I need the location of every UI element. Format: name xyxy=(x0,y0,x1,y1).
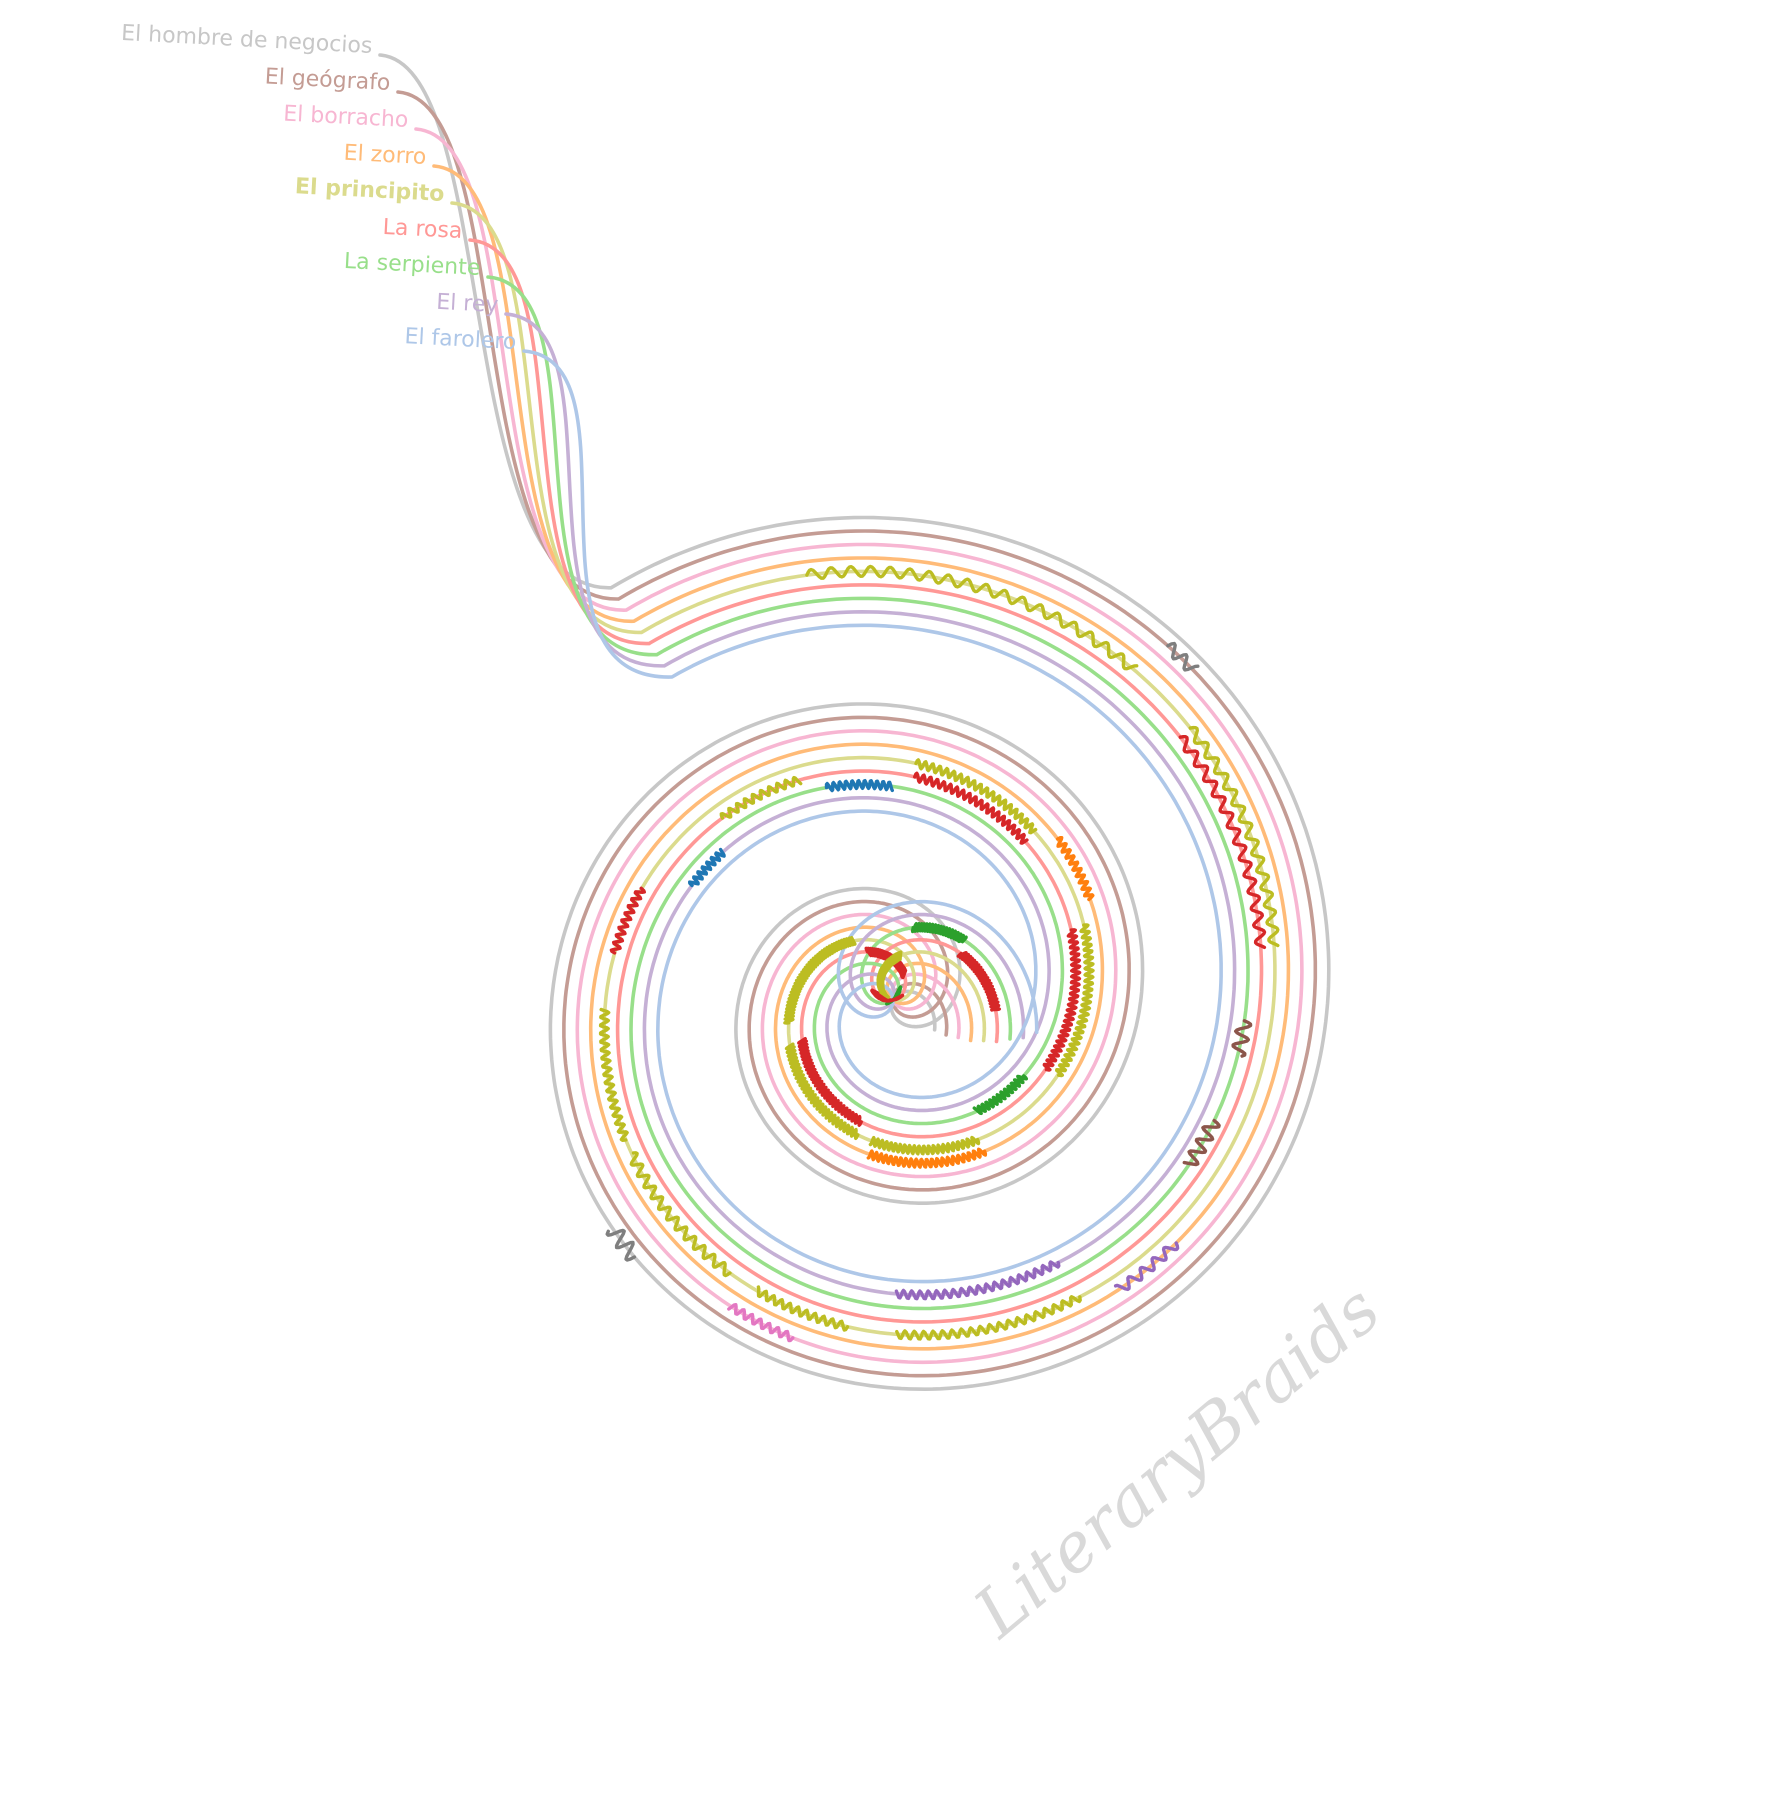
strand-el-rey xyxy=(504,312,1237,1297)
interaction-mark xyxy=(876,950,903,999)
interaction-markers xyxy=(598,564,1280,1343)
interaction-mark xyxy=(609,886,646,955)
interaction-mark xyxy=(756,1285,850,1332)
interaction-mark xyxy=(870,988,905,1003)
character-labels: El hombre de negocios El geógrafo El borra… xyxy=(121,21,517,355)
strand-el-geografo xyxy=(396,90,1318,1378)
interaction-mark xyxy=(868,1135,981,1156)
interaction-mark xyxy=(911,922,968,944)
interaction-mark xyxy=(1055,923,1095,1078)
interaction-mark xyxy=(805,564,1139,671)
strand-el-hombre-de-negocios xyxy=(378,53,1331,1391)
interaction-mark xyxy=(913,771,1029,845)
label-el-zorro: El zorro xyxy=(343,141,427,170)
strand-el-borracho xyxy=(414,127,1304,1365)
interaction-mark xyxy=(866,1147,988,1169)
interaction-mark xyxy=(727,1303,795,1343)
label-el-principito: El principito xyxy=(294,174,445,207)
interaction-mark xyxy=(719,775,803,820)
interaction-mark xyxy=(1113,1241,1180,1292)
strand-el-zorro xyxy=(432,164,1291,1351)
interaction-mark xyxy=(1178,735,1267,950)
interaction-mark xyxy=(1042,928,1082,1072)
interaction-mark xyxy=(1188,725,1280,948)
interaction-mark xyxy=(914,758,1038,835)
interaction-mark xyxy=(972,1074,1028,1116)
watermark: LiteraryBraids xyxy=(959,1270,1396,1654)
character-strands xyxy=(378,53,1331,1391)
interaction-mark xyxy=(1056,836,1095,902)
label-la-serpiente: La serpiente xyxy=(343,249,481,281)
interaction-mark xyxy=(784,1042,860,1140)
interaction-mark xyxy=(783,936,857,1025)
label-el-geografo: El geógrafo xyxy=(264,64,391,96)
interaction-mark xyxy=(956,951,1001,1012)
label-el-borracho: El borracho xyxy=(283,101,409,133)
interaction-mark xyxy=(895,1295,1082,1341)
interaction-mark xyxy=(1231,1019,1253,1058)
label-el-farolero: El farolero xyxy=(404,324,517,355)
interaction-mark xyxy=(797,1037,863,1127)
interaction-mark xyxy=(688,847,726,888)
label-el-hombre-de-negocios: El hombre de negocios xyxy=(121,21,373,59)
label-la-rosa: La rosa xyxy=(382,215,463,244)
interaction-mark xyxy=(605,1228,637,1262)
interaction-mark xyxy=(1182,1118,1221,1167)
interaction-mark xyxy=(894,1260,1061,1301)
interaction-mark xyxy=(1166,641,1200,672)
interaction-mark xyxy=(598,1007,629,1142)
label-el-rey: El rey xyxy=(436,290,499,318)
strand-el-farolero xyxy=(522,349,1223,1284)
interaction-mark xyxy=(629,1151,732,1278)
interaction-mark xyxy=(824,779,894,793)
